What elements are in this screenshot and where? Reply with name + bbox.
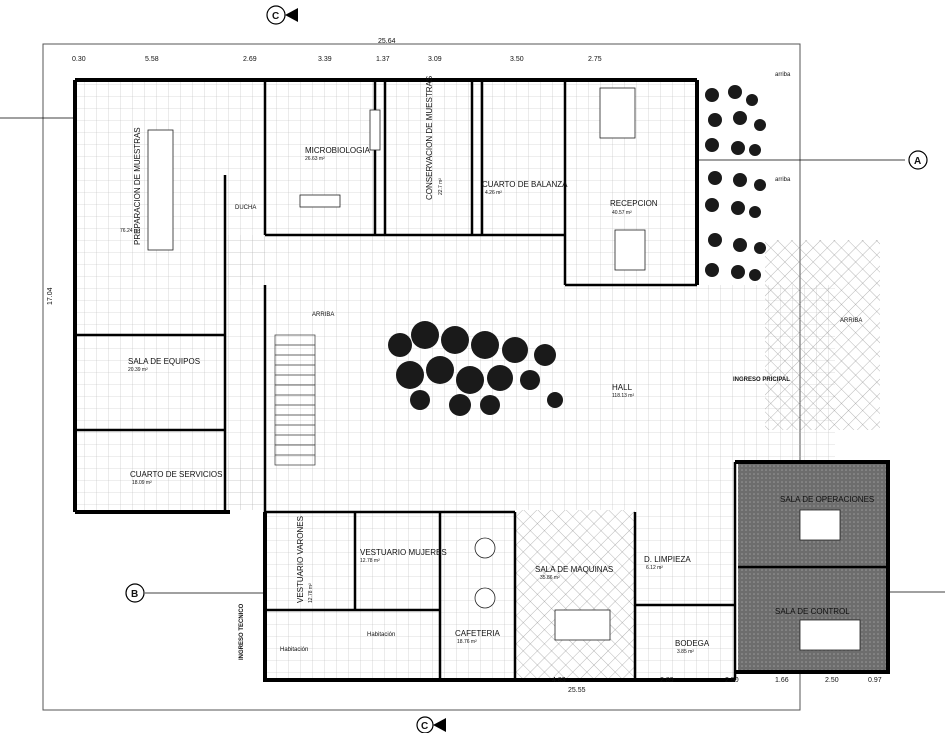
room-label-bodega: BODEGA [675,639,710,648]
dim-top-1: 0.30 [72,56,86,63]
room-area-balanza: 4.26 m² [485,190,502,196]
dim-top-8: 2.75 [588,56,602,63]
control-room-floor [738,567,886,670]
room-label-sala-equipos: SALA DE EQUIPOS [128,357,200,366]
room-area-vestuario-mujeres: 12.78 m² [360,558,380,564]
svg-text:C: C [272,11,279,22]
dim-bottom-5: 2.50 [825,677,839,684]
room-label-maquinas: SALA DE MAQUINAS [535,565,613,574]
south-rooms-floor [265,510,515,680]
dim-overall-bottom: 25.55 [568,687,586,694]
room-label-servicios: CUARTO DE SERVICIOS [130,470,222,479]
furniture [147,87,861,651]
room-area-conservacion: 22.7 m² [438,178,444,195]
dim-bottom-6: 0.97 [868,677,882,684]
dim-top-4: 3.39 [318,56,332,63]
room-area-maquinas: 35.86 m² [540,575,560,581]
room-area-preparacion: 76.24 m² [120,228,140,234]
room-label-cafeteria: CAFETERIA [455,629,501,638]
ingreso-principal-label: INGRESO PRICIPAL [733,377,790,383]
dim-bottom-4: 1.66 [775,677,789,684]
room-label-conservacion: CONSERVACION DE MUESTRAS [425,76,434,200]
room-area-bodega: 3.85 m² [677,649,694,655]
room-area-servicios: 18.09 m² [132,480,152,486]
garden-plants [705,85,766,281]
room-label-microbiologia: MICROBIOLOGIA [305,146,371,155]
ingreso-tecnico-label: INGRESO TECNICO [239,603,245,660]
section-marker-c-bottom: C [416,716,446,733]
interior-walls [75,80,888,680]
dim-overall-top: 25.64 [378,38,396,45]
dim-top-7: 3.50 [510,56,524,63]
room-label-hall: HALL [612,383,633,392]
arriba-label-stair: ARRIBA [312,312,334,318]
dim-bottom-2: 2.89 [660,677,674,684]
cleaning-storage-floor [635,510,735,680]
section-marker-c-top: C [266,5,298,25]
dim-top-6: 3.09 [428,56,442,63]
dim-bottom-1: 4.83 [552,677,566,684]
room-label-habitacion-2: Habitación [367,632,395,638]
room-label-control: SALA DE CONTROL [775,607,850,616]
svg-text:C: C [421,721,428,732]
room-label-operaciones: SALA DE OPERACIONES [780,495,874,504]
room-label-recepcion: RECEPCION [610,199,658,208]
ramp-floor [765,240,880,430]
arriba-label-mid: arriba [775,177,791,183]
dim-overall-left: 17.04 [47,287,54,305]
courtyard-trees [388,321,563,416]
dim-top-2: 5.58 [145,56,159,63]
section-marker-b: B [125,583,265,603]
room-area-hall: 118.13 m² [612,393,634,399]
svg-text:B: B [131,589,138,600]
machine-room-floor [515,510,635,680]
svg-text:A: A [914,156,921,167]
dim-top-3: 2.69 [243,56,257,63]
room-area-microbiologia: 26.63 m² [305,156,325,162]
room-label-vestuario-varones: VESTUARIO VARONES [296,516,305,603]
room-label-vestuario-mujeres: VESTUARIO MUJERES [360,548,447,557]
room-label-ducha: DUCHA [235,205,256,211]
room-area-cafeteria: 18.76 m² [457,639,477,645]
room-area-vestuario-varones: 12.78 m² [308,583,314,603]
room-label-habitacion-1: Habitación [280,647,308,653]
hall-floor [265,285,835,460]
arriba-label-top: arriba [775,72,791,78]
section-marker-a: A [697,150,928,170]
room-label-preparacion: PREPARACION DE MUESTRAS [133,127,142,245]
room-label-limpieza: D. LIMPIEZA [644,555,691,564]
staircase [274,334,316,466]
dim-top-5: 1.37 [376,56,390,63]
south-hall-floor [225,460,735,510]
room-label-balanza: CUARTO DE BALANZA [482,180,568,189]
dim-bottom-3: 2.50 [725,677,739,684]
arriba-label-ramp: ARRIBA [840,318,862,324]
room-area-limpieza: 6.12 m² [646,565,663,571]
room-area-recepcion: 40.57 m² [612,210,632,216]
room-area-sala-equipos: 20.39 m² [128,367,148,373]
